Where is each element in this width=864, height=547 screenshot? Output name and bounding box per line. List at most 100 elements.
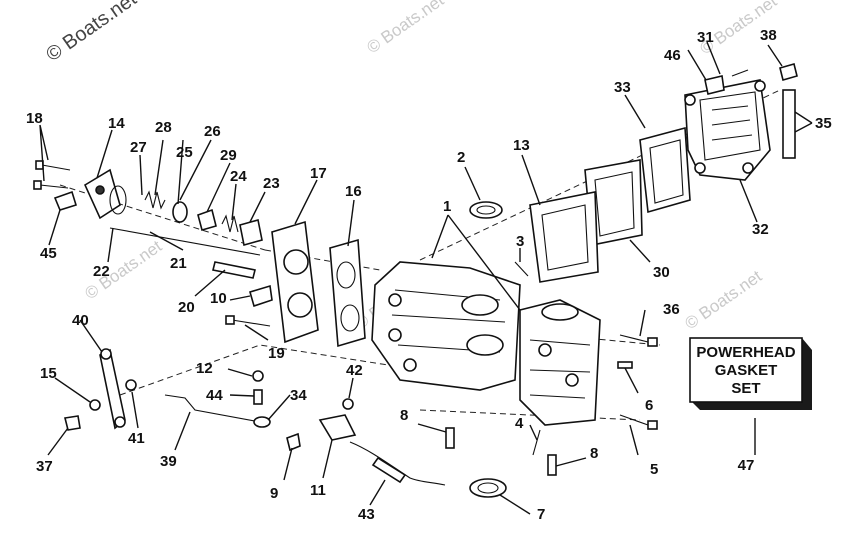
callout-42: 42 <box>346 362 363 379</box>
callout-33: 33 <box>614 79 631 96</box>
callout-30: 30 <box>653 264 670 281</box>
part-bolt-long <box>109 227 261 256</box>
part-crankcase <box>371 261 521 391</box>
part-hose-43 <box>349 441 446 486</box>
part-pin-6 <box>617 361 633 369</box>
callout-6: 6 <box>645 397 653 414</box>
watermark-text: © Boats.net <box>42 0 141 66</box>
part-cylinder-block <box>519 299 601 426</box>
callout-labels: 1 2 3 4 5 6 7 8 8 9 11 10 12 13 14 15 16… <box>26 27 832 523</box>
callout-17: 17 <box>310 165 327 182</box>
callout-47: 47 <box>738 457 755 474</box>
callout-45: 45 <box>40 245 57 262</box>
part-thermostat <box>172 201 188 223</box>
callout-2: 2 <box>457 149 465 166</box>
callout-32: 32 <box>752 221 769 238</box>
callout-21: 21 <box>170 255 187 272</box>
callout-8a: 8 <box>400 407 408 424</box>
part-spring <box>144 190 166 210</box>
part-bolt-36 <box>619 334 658 347</box>
gasket-set-line1: POWERHEAD <box>696 344 795 361</box>
gasket-set-line3: SET <box>731 380 760 397</box>
callout-44: 44 <box>206 387 223 404</box>
callout-4: 4 <box>515 415 524 432</box>
callout-29: 29 <box>220 147 237 164</box>
callout-11: 11 <box>310 482 326 499</box>
callout-18: 18 <box>26 110 43 127</box>
part-pin-4 <box>532 429 541 456</box>
callout-41: 41 <box>128 430 145 447</box>
part-thermostat-cover <box>83 168 121 220</box>
watermark-text: © Boats.net <box>363 0 447 57</box>
callout-40: 40 <box>72 312 89 329</box>
part-valve <box>197 208 217 231</box>
callout-38: 38 <box>760 27 777 44</box>
part-exhaust-gasket-inner <box>529 191 599 283</box>
callout-28: 28 <box>155 119 172 136</box>
callout-26: 26 <box>204 123 221 140</box>
watermark-text: © Boats.net <box>681 266 765 333</box>
callout-25: 25 <box>176 144 193 161</box>
part-exhaust-plate <box>584 159 643 246</box>
callout-3: 3 <box>516 233 524 250</box>
callout-10: 10 <box>210 290 227 307</box>
part-bracket-45 <box>53 190 77 211</box>
part-screw-37 <box>64 415 81 431</box>
part-exhaust-gasket-outer <box>639 126 691 214</box>
part-fitting-38 <box>779 63 798 81</box>
callout-31: 31 <box>697 29 714 46</box>
callout-14: 14 <box>108 115 125 132</box>
part-pins-8 <box>445 427 557 476</box>
part-throttle-lever <box>99 348 126 430</box>
part-nut-12 <box>252 370 264 382</box>
callout-37: 37 <box>36 458 53 475</box>
part-bolt-5 <box>619 414 658 430</box>
part-bolt-19 <box>225 315 271 327</box>
part-stud-44 <box>253 389 263 405</box>
part-spring-2 <box>221 214 239 233</box>
part-cylinder-head <box>271 220 319 344</box>
gasket-set-line2: GASKET <box>715 362 778 379</box>
part-head-gasket <box>329 238 366 348</box>
part-fitting <box>239 218 263 247</box>
part-link-rod <box>164 394 261 423</box>
callout-13: 13 <box>513 137 530 154</box>
leader-lines <box>39 41 813 515</box>
part-bolt-31 <box>731 69 749 77</box>
callout-22: 22 <box>93 263 110 280</box>
callout-19: 19 <box>268 345 285 362</box>
part-clip <box>249 284 273 308</box>
callout-16: 16 <box>345 183 362 200</box>
part-washer-41 <box>125 379 137 391</box>
callout-24: 24 <box>230 168 247 185</box>
part-washer-15 <box>89 399 101 411</box>
callout-39: 39 <box>160 453 177 470</box>
callout-34: 34 <box>290 387 307 404</box>
part-exhaust-cover <box>684 79 771 181</box>
callout-12: 12 <box>196 360 213 377</box>
gasket-set-box: POWERHEAD GASKET SET 47 <box>689 337 812 474</box>
part-seal-2 <box>469 201 503 219</box>
callout-7: 7 <box>537 506 545 523</box>
callout-15: 15 <box>40 365 57 382</box>
part-bolts-18 <box>33 160 71 190</box>
callout-43: 43 <box>358 506 375 523</box>
callout-23: 23 <box>263 175 280 192</box>
part-pin-3 <box>514 261 529 277</box>
part-washer-42 <box>342 398 354 410</box>
callout-5: 5 <box>650 461 658 478</box>
callout-36: 36 <box>663 301 680 318</box>
part-thermostat-gasket <box>109 185 127 215</box>
gasket-set-label-panel <box>689 337 803 403</box>
callout-9: 9 <box>270 485 278 502</box>
callout-8b: 8 <box>590 445 598 462</box>
callout-1: 1 <box>443 198 451 215</box>
callout-46: 46 <box>664 47 681 64</box>
part-seal-7 <box>469 478 507 498</box>
callout-27: 27 <box>130 139 147 156</box>
part-screw-9 <box>286 432 301 452</box>
callout-35: 35 <box>815 115 832 132</box>
callout-20: 20 <box>178 299 195 316</box>
part-link-end-34 <box>253 416 271 428</box>
